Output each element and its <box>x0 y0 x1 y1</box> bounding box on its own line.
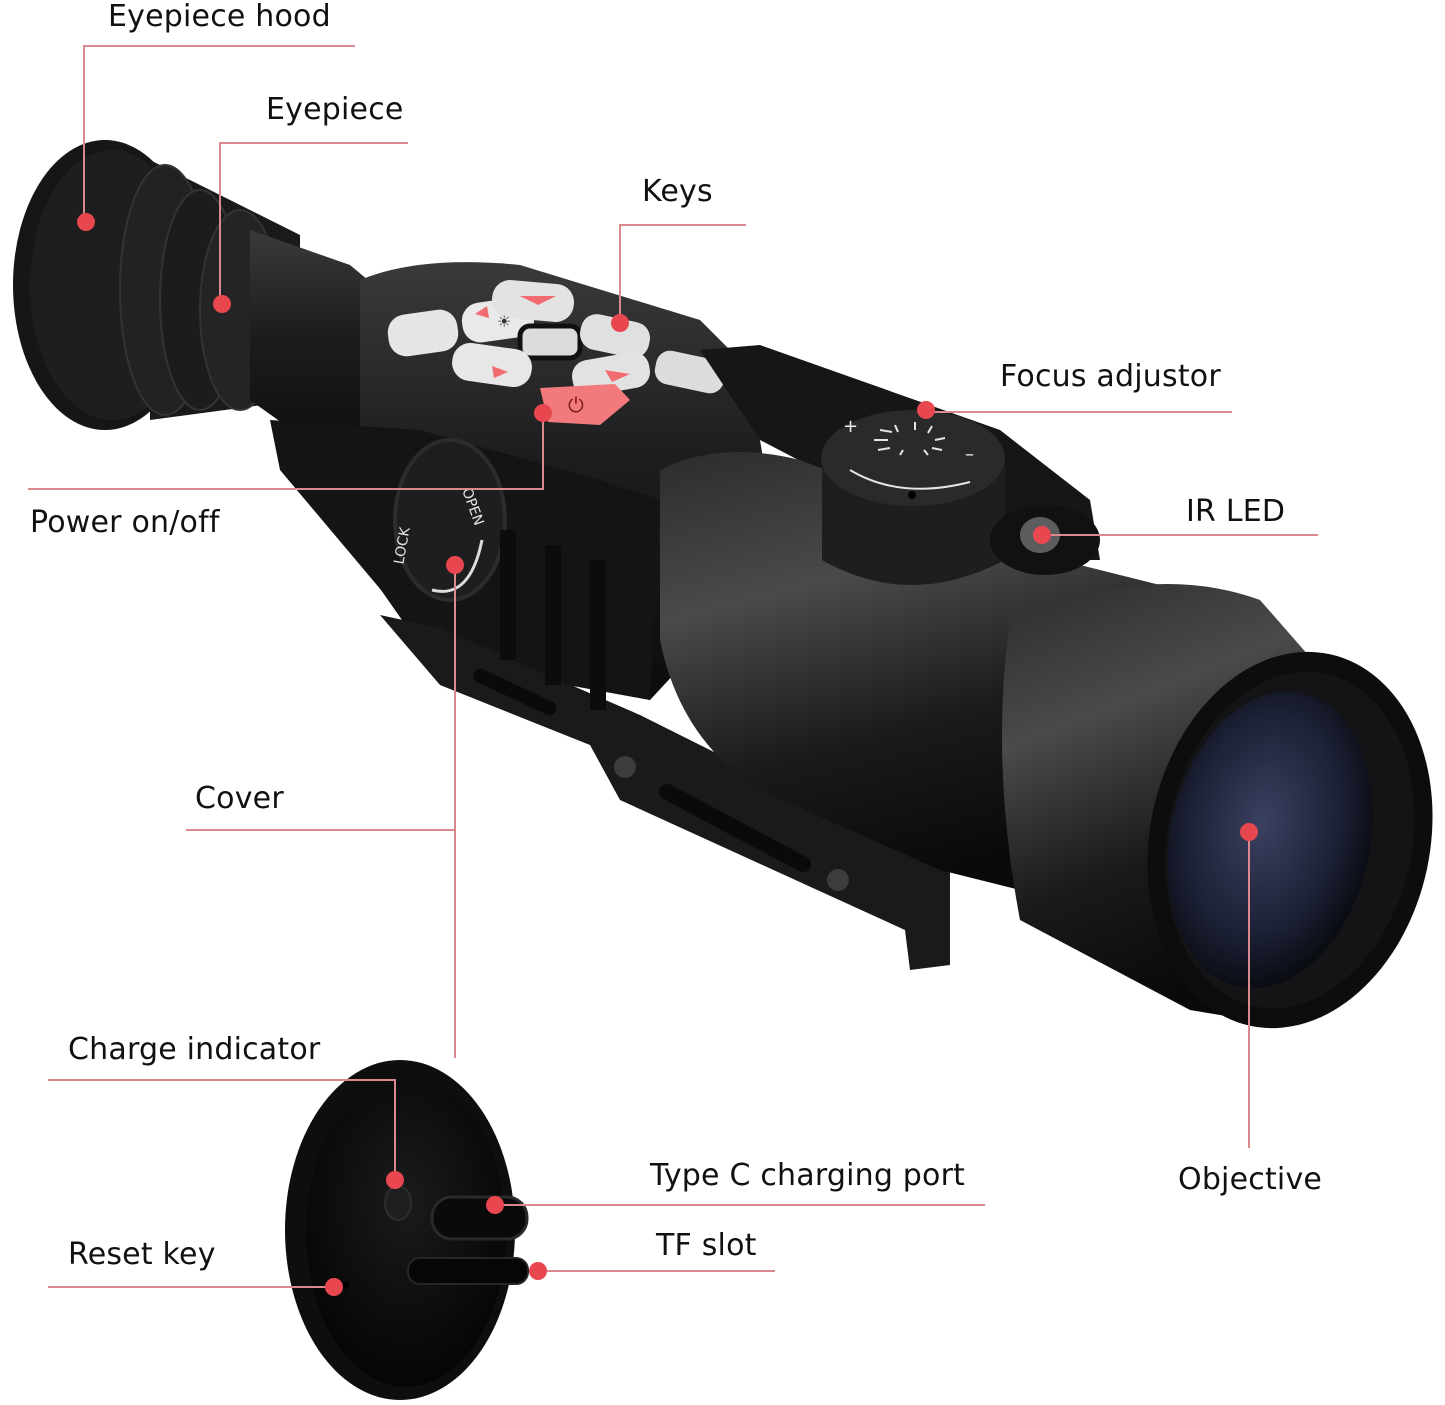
cover-knob: LOCK OPEN <box>391 438 507 602</box>
label-keys: Keys <box>642 174 713 209</box>
rail-mount <box>380 530 950 970</box>
svg-text:–: – <box>965 444 974 465</box>
label-focus-adjustor: Focus adjustor <box>1000 359 1221 394</box>
focus-dial: + – <box>821 410 1005 585</box>
label-tf-slot: TF slot <box>656 1228 757 1263</box>
label-ir-led: IR LED <box>1186 494 1286 529</box>
label-type-c-port: Type C charging port <box>650 1158 966 1193</box>
label-objective: Objective <box>1178 1162 1323 1197</box>
svg-text:+: + <box>843 416 858 437</box>
label-cover: Cover <box>195 781 284 816</box>
svg-text:LOCK: LOCK <box>391 525 413 565</box>
svg-text:☀: ☀ <box>497 312 511 331</box>
label-eyepiece: Eyepiece <box>266 92 404 127</box>
end-cap-inset <box>285 1060 529 1400</box>
marker-dots <box>77 213 1258 1296</box>
objective-bell <box>1002 584 1433 1029</box>
label-reset-key: Reset key <box>68 1237 216 1272</box>
leader-lines <box>28 45 1318 1288</box>
label-charge-indicator: Charge indicator <box>68 1032 321 1067</box>
label-power-on-off: Power on/off <box>30 505 220 540</box>
label-eyepiece-hood: Eyepiece hood <box>108 0 331 34</box>
svg-text:⏻: ⏻ <box>568 393 584 417</box>
keypad-keys: ⏻ ☀ <box>387 279 726 425</box>
